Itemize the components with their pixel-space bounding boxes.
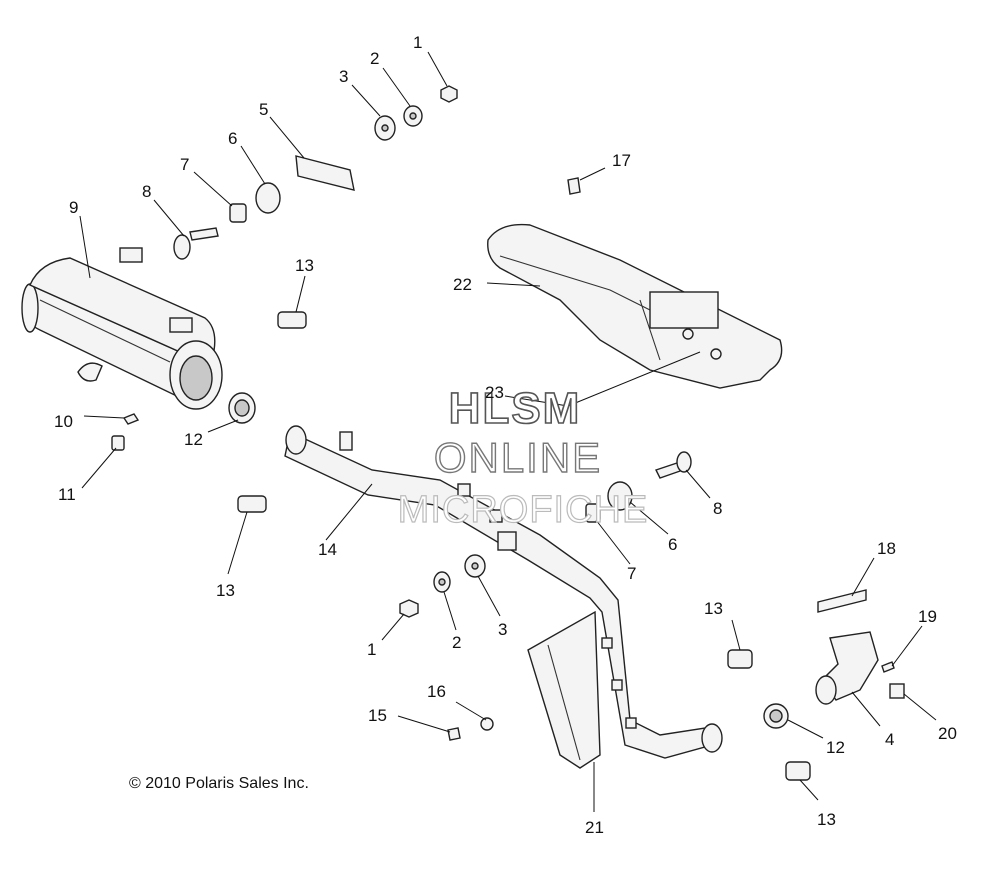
copyright-text: © 2010 Polaris Sales Inc. — [129, 775, 309, 792]
callout-8-right: 8 — [713, 499, 722, 518]
callout-13-right: 13 — [704, 599, 723, 618]
callout-6: 6 — [228, 129, 237, 148]
heat-shield-part — [487, 223, 783, 389]
callout-19: 19 — [918, 607, 937, 626]
callout-4: 4 — [885, 730, 894, 749]
callout-14: 14 — [318, 540, 337, 559]
watermark-line-3: MICROFICHE — [398, 489, 649, 531]
callout-1: 1 — [413, 33, 422, 52]
callout-16: 16 — [427, 682, 446, 701]
callout-13-left: 13 — [216, 581, 235, 600]
callout-17: 17 — [612, 151, 631, 170]
callout-12: 12 — [184, 430, 203, 449]
head-pipe-part — [284, 425, 723, 759]
callout-2: 2 — [370, 49, 379, 68]
watermark: HLSM ONLINE MICROFICHE — [397, 383, 649, 531]
callout-5: 5 — [259, 100, 268, 119]
lower-shield-part — [527, 610, 601, 769]
callout-8: 8 — [142, 182, 151, 201]
callout-12-right: 12 — [826, 738, 845, 757]
callout-18: 18 — [877, 539, 896, 558]
callout-23: 23 — [485, 383, 504, 402]
callout-7-right: 7 — [627, 564, 636, 583]
muffler-part — [21, 247, 223, 410]
leader-lines — [79, 51, 937, 812]
callout-11: 11 — [58, 485, 76, 504]
callout-9: 9 — [69, 198, 78, 217]
watermark-line-1: HLSM — [449, 384, 582, 433]
callout-6-right: 6 — [668, 535, 677, 554]
callout-7: 7 — [180, 155, 189, 174]
hardware-parts — [111, 85, 905, 781]
callout-1-bottom: 1 — [367, 640, 376, 659]
callout-22: 22 — [453, 275, 472, 294]
callout-3-bottom: 3 — [498, 620, 507, 639]
callout-3: 3 — [339, 67, 348, 86]
callout-21: 21 — [585, 818, 604, 837]
callout-2-bottom: 2 — [452, 633, 461, 652]
callout-15: 15 — [368, 706, 387, 725]
callout-10: 10 — [54, 412, 73, 431]
callout-labels: 1 2 3 5 6 7 8 9 13 17 22 23 10 11 12 13 … — [54, 33, 957, 837]
callout-13: 13 — [295, 256, 314, 275]
callout-13-bottom: 13 — [817, 810, 836, 829]
watermark-line-2: ONLINE — [434, 434, 602, 481]
callout-20: 20 — [938, 724, 957, 743]
